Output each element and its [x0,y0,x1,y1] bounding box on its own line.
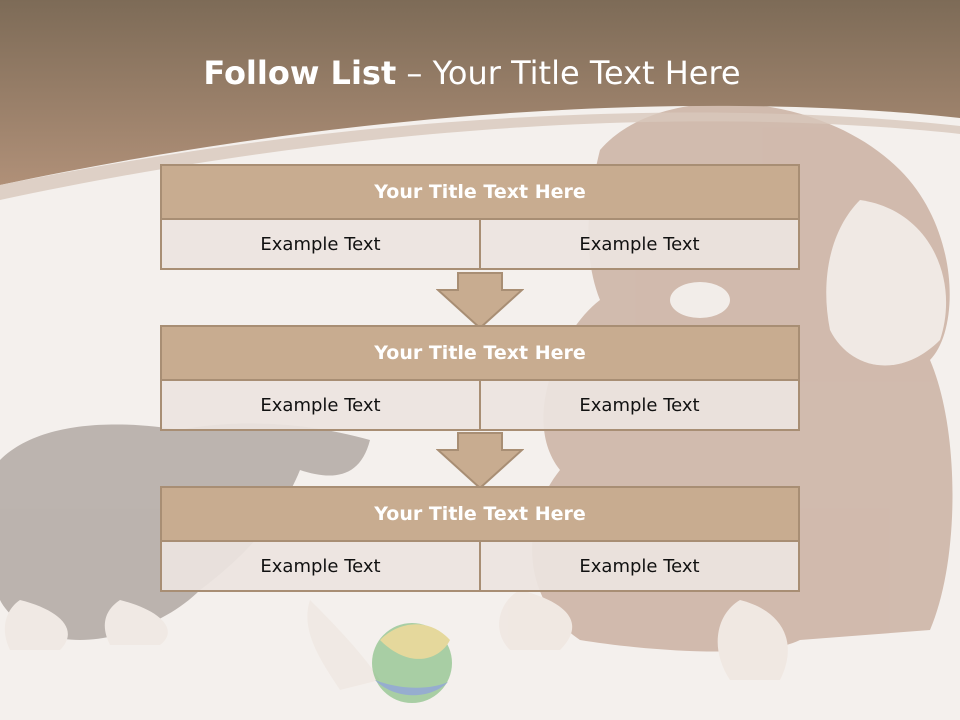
block-title: Your Title Text Here [160,164,800,220]
down-arrow-icon [436,432,524,490]
list-block-1: Your Title Text Here Example Text Exampl… [160,164,800,270]
block-title: Your Title Text Here [160,486,800,542]
block-title: Your Title Text Here [160,325,800,381]
block-cell-right: Example Text [479,220,798,268]
block-cell-left: Example Text [260,394,381,416]
slide-title: Follow List – Your Title Text Here [0,54,944,92]
block-cell-right: Example Text [479,542,798,590]
block-row: Example Text Example Text [160,542,800,592]
block-cell-left: Example Text [260,555,381,577]
block-row: Example Text Example Text [160,220,800,270]
list-block-2: Your Title Text Here Example Text Exampl… [160,325,800,431]
block-cell-right: Example Text [479,381,798,429]
list-block-3: Your Title Text Here Example Text Exampl… [160,486,800,592]
ball-image [372,623,452,703]
slide-title-rest: – Your Title Text Here [396,54,741,92]
block-row: Example Text Example Text [160,381,800,431]
block-cell-left: Example Text [260,233,381,255]
down-arrow-icon [436,272,524,330]
slide-title-bold: Follow List [203,54,397,92]
